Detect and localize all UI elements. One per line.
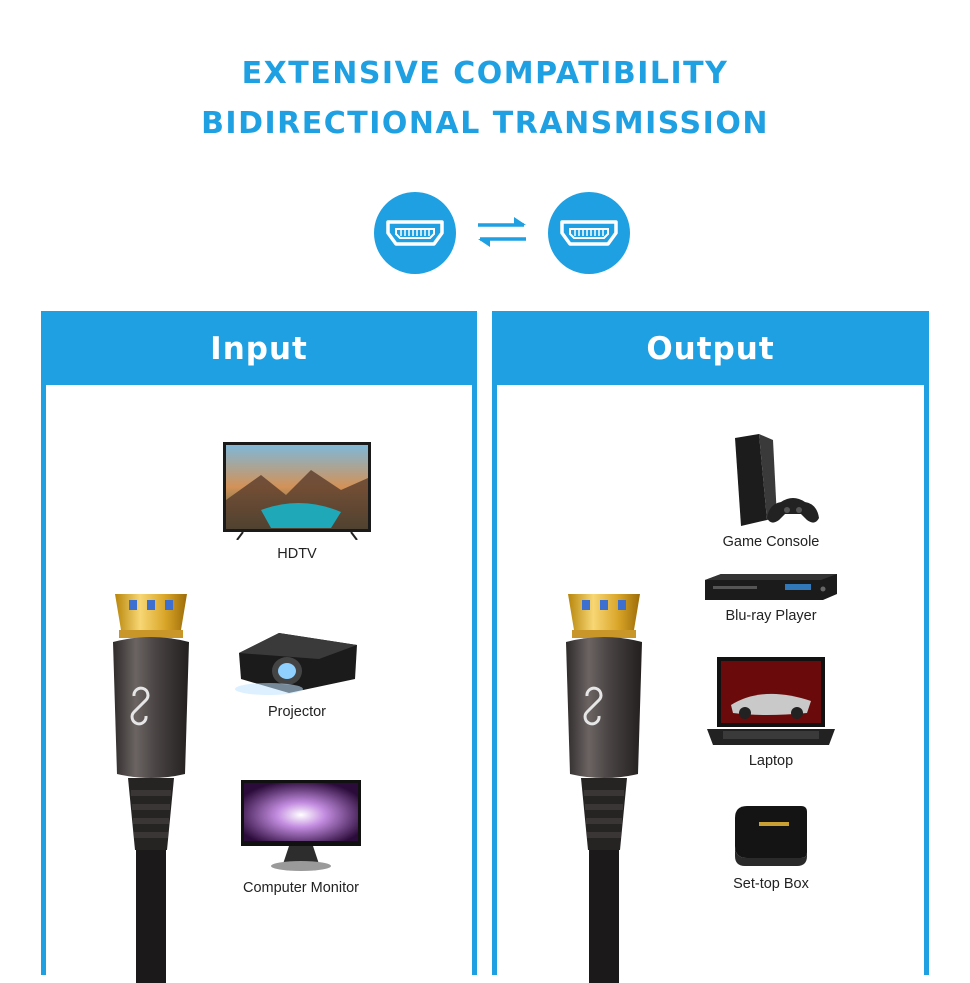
device-settop-box: Set-top Box: [696, 800, 846, 892]
device-computer-monitor: Computer Monitor: [221, 778, 381, 896]
hdmi-port-icon: [386, 220, 444, 246]
output-panel-title: Output: [497, 316, 924, 385]
device-label: Projector: [267, 704, 327, 720]
hdmi-cable-connector-icon: [566, 594, 642, 983]
projector-icon: [235, 633, 357, 695]
tv-icon: [223, 442, 371, 540]
bluray-player-icon: [705, 574, 837, 600]
device-label: Blu-ray Player: [725, 608, 817, 624]
headline-line-1: EXTENSIVE COMPATIBILITY: [241, 56, 729, 91]
device-label: Computer Monitor: [242, 880, 360, 896]
game-console-icon: [735, 434, 819, 526]
hdmi-port-icon-right: [548, 192, 630, 274]
hdmi-cable-connector-icon: [113, 594, 189, 983]
laptop-icon: [707, 657, 835, 745]
device-label: Set-top Box: [733, 876, 809, 892]
monitor-icon: [241, 780, 361, 871]
hdmi-port-icon-left: [374, 192, 456, 274]
device-label: Laptop: [748, 753, 794, 769]
output-panel: Output Game Console Bl: [492, 311, 929, 983]
device-hdtv: HDTV: [217, 440, 377, 562]
device-label: HDTV: [277, 546, 317, 562]
bidirectional-arrows-icon: [478, 217, 526, 247]
device-projector: Projector: [222, 613, 372, 720]
device-game-console: Game Console: [696, 432, 846, 550]
input-panel: Input HDTV Proj: [41, 311, 477, 983]
hdmi-port-icon: [560, 220, 618, 246]
headline-line-2: BIDIRECTIONAL TRANSMISSION: [201, 106, 769, 141]
settop-box-icon: [735, 806, 807, 866]
input-panel-title: Input: [46, 316, 472, 385]
device-laptop: Laptop: [696, 655, 846, 769]
device-label: Game Console: [722, 534, 820, 550]
device-bluray-player: Blu-ray Player: [696, 572, 846, 624]
